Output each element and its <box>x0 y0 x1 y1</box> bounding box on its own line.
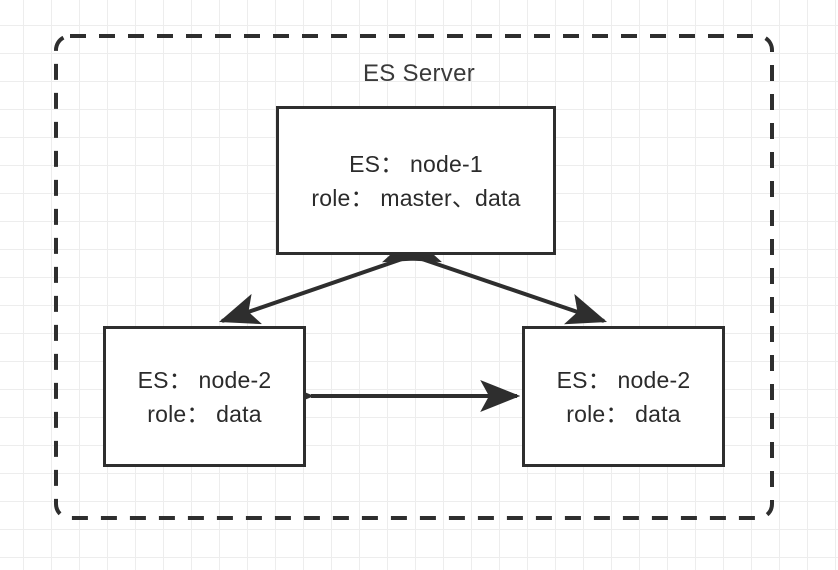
node-box-bottom-right[interactable]: ES： node-2 role： data <box>522 326 725 467</box>
es-server-boundary <box>54 34 774 520</box>
node-bottom-right-name: ES： node-2 <box>556 366 691 393</box>
node-top-name: ES： node-1 <box>349 150 483 177</box>
node-top-role: role： master、data <box>311 184 521 211</box>
node-bottom-left-role: role： data <box>147 400 262 427</box>
es-server-title: ES Server <box>362 60 476 87</box>
node-box-top[interactable]: ES： node-1 role： master、data <box>276 106 556 255</box>
node-bottom-left-name: ES： node-2 <box>137 366 272 393</box>
connector-top-to-left <box>218 231 443 325</box>
connector-top-to-right <box>382 231 608 325</box>
node-box-bottom-left[interactable]: ES： node-2 role： data <box>103 326 306 467</box>
node-bottom-right-role: role： data <box>566 400 681 427</box>
